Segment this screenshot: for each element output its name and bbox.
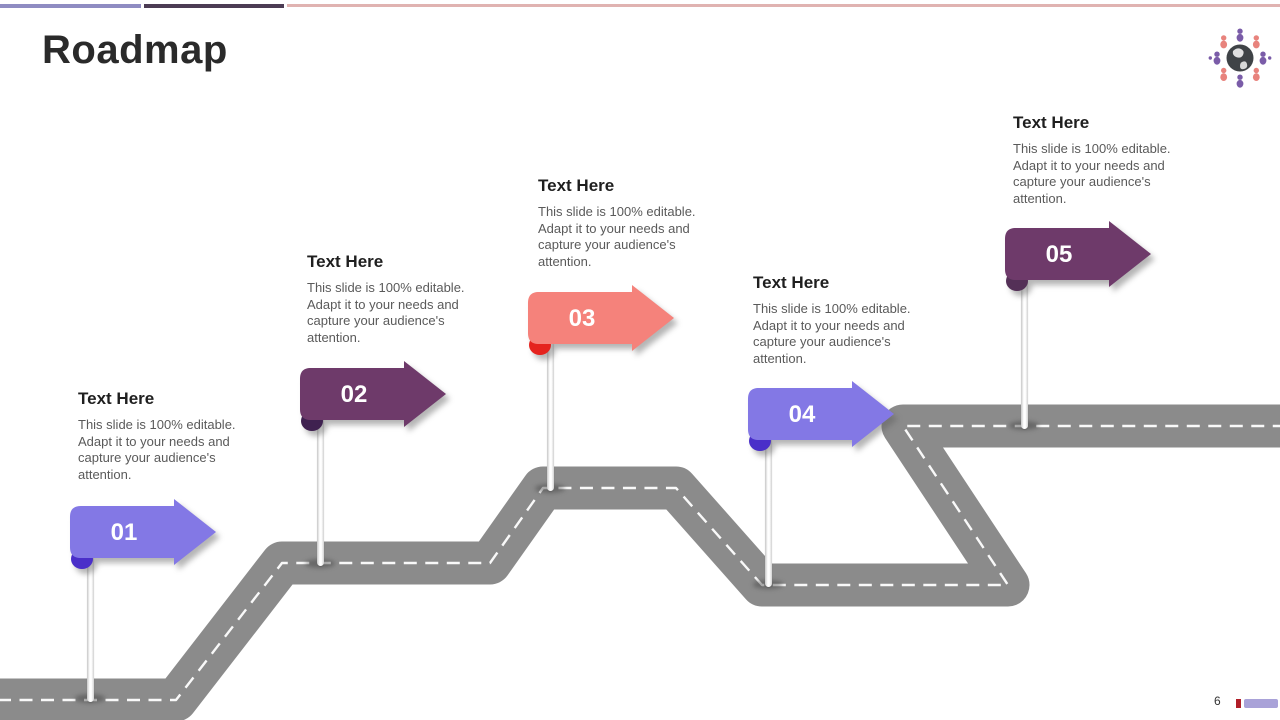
sign-arrowhead: [1109, 221, 1151, 287]
signpost-pole-03: [547, 342, 554, 491]
sign-body: [748, 388, 852, 440]
sign-body: [70, 506, 174, 558]
footer-purple-tab: [1244, 699, 1278, 708]
logo-person-nw: [1220, 35, 1228, 49]
milestone-sign-04: 04: [748, 381, 894, 451]
milestone-number: 03: [569, 305, 596, 332]
footer-red-tab: [1236, 699, 1241, 708]
sign-body: [528, 292, 632, 344]
signpost-pole-04: [765, 438, 772, 587]
topbar-segment-purple: [0, 4, 141, 8]
milestone-number: 01: [111, 519, 138, 546]
logo-person-e: [1259, 51, 1267, 65]
milestone-number: 04: [789, 401, 816, 428]
logo-person-w: [1213, 51, 1221, 65]
milestone-heading: Text Here: [538, 176, 615, 195]
milestone-text-03: Text Here This slide is 100% editable. A…: [538, 176, 714, 270]
topbar-segment-dark: [144, 4, 284, 8]
milestone-number: 02: [341, 381, 368, 408]
milestone-heading: Text Here: [78, 389, 155, 408]
topbar-segment-pink: [287, 4, 1280, 7]
sign-arrowhead: [174, 499, 216, 565]
milestone-description: This slide is 100% editable. Adapt it to…: [538, 204, 696, 269]
milestone-number: 05: [1046, 241, 1073, 268]
logo-person-sw: [1220, 67, 1228, 81]
milestone-text-04: Text Here This slide is 100% editable. A…: [753, 273, 929, 367]
milestone-text-05: Text Here This slide is 100% editable. A…: [1013, 113, 1189, 207]
logo-person-se: [1252, 67, 1260, 81]
sign-arrowhead: [632, 285, 674, 351]
logo-person-n: [1236, 28, 1244, 42]
signpost-pole-01: [87, 556, 94, 702]
logo-person-s: [1236, 74, 1244, 88]
milestone-sign-01: 01: [70, 499, 216, 569]
sign-body: [300, 368, 404, 420]
page-number: 6: [1214, 694, 1221, 708]
milestone-heading: Text Here: [1013, 113, 1090, 132]
milestone-text-01: Text Here This slide is 100% editable. A…: [78, 389, 254, 483]
milestone-description: This slide is 100% editable. Adapt it to…: [307, 280, 465, 345]
sign-body: [1005, 228, 1109, 280]
sign-arrowhead: [852, 381, 894, 447]
milestone-description: This slide is 100% editable. Adapt it to…: [753, 301, 911, 366]
milestone-sign-02: 02: [300, 361, 446, 431]
page-title: Roadmap: [42, 28, 228, 72]
milestone-heading: Text Here: [307, 252, 384, 271]
signpost-pole-05: [1021, 278, 1028, 429]
signpost-pole-02: [317, 418, 324, 566]
milestone-sign-03: 03: [528, 285, 674, 355]
milestone-description: This slide is 100% editable. Adapt it to…: [78, 417, 236, 482]
globe-people-logo-icon: [1208, 28, 1272, 88]
milestone-description: This slide is 100% editable. Adapt it to…: [1013, 141, 1171, 206]
milestone-sign-05: 05: [1005, 221, 1151, 291]
road-centerline: [0, 424, 1280, 702]
logo-person-ne: [1252, 35, 1260, 49]
milestone-text-02: Text Here This slide is 100% editable. A…: [307, 252, 483, 346]
sign-arrowhead: [404, 361, 446, 427]
milestone-heading: Text Here: [753, 273, 830, 292]
